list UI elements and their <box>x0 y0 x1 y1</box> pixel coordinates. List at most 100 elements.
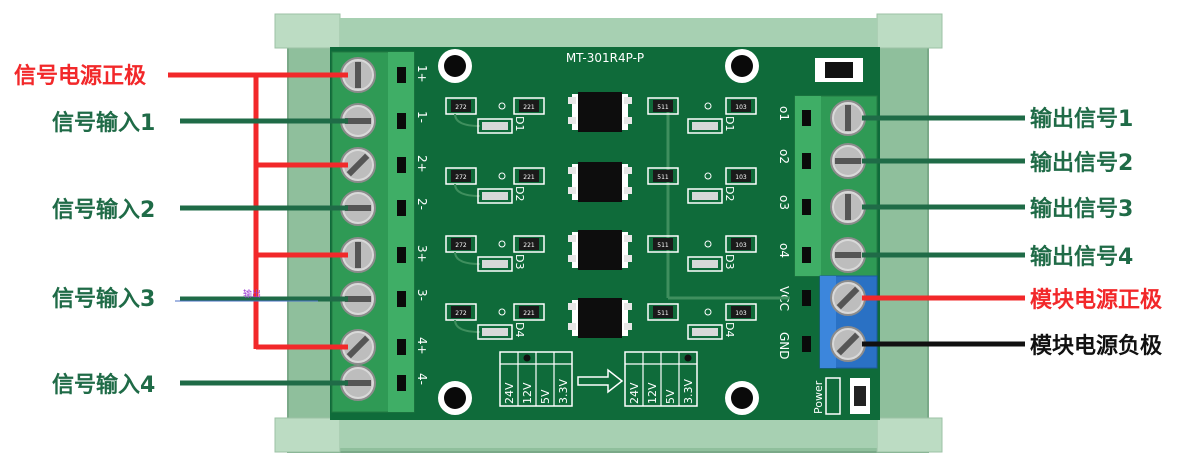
resistor <box>451 100 471 112</box>
label-signal-input-3: 信号输入3 <box>52 286 155 312</box>
resistor <box>653 238 673 250</box>
output-pin-label: o4 <box>777 243 791 258</box>
optocoupler <box>578 92 622 132</box>
output-pin-label: GND <box>777 332 791 360</box>
voltage-option-label: 5V <box>664 389 677 404</box>
wires <box>168 72 1025 386</box>
terminal-slot <box>397 113 406 129</box>
input-pin-label: 4- <box>415 373 429 385</box>
terminal-slot <box>397 157 406 173</box>
screw-icon <box>340 57 376 93</box>
terminal-slot <box>397 291 406 307</box>
resistor-code: 272 <box>455 174 467 181</box>
input-pin-labels: 1+1-2+2-3+3-4+4- <box>397 65 429 391</box>
resistor-code: 103 <box>735 104 747 111</box>
diode <box>692 122 718 130</box>
label-signal-input-4: 信号输入4 <box>52 372 155 398</box>
resistor-code: 103 <box>735 242 747 249</box>
label-output-2: 输出信号2 <box>1030 150 1133 176</box>
resistor-code: 103 <box>735 174 747 181</box>
diode-label: D2 <box>723 186 736 201</box>
board-model-label: MT-301R4P-P <box>566 51 644 65</box>
terminal-slot <box>397 200 406 216</box>
input-pin-label: 3+ <box>415 245 429 263</box>
resistor <box>451 238 471 250</box>
resistor <box>731 100 751 112</box>
label-signal-input-2: 信号输入2 <box>52 197 155 223</box>
resistor-code: 221 <box>523 310 535 317</box>
voltage-option-label: 24V <box>503 382 516 404</box>
power-led: Power <box>812 377 870 415</box>
diode-label: D1 <box>513 116 526 131</box>
resistor <box>731 238 751 250</box>
resistor <box>653 306 673 318</box>
diode-label: D1 <box>723 116 736 131</box>
screw-icon <box>830 237 866 273</box>
terminal-slot <box>802 110 811 126</box>
resistor <box>519 306 539 318</box>
resistor-code: 511 <box>657 310 669 317</box>
label-signal-input-1: 信号输入1 <box>52 110 155 136</box>
resistor-code: 103 <box>735 310 747 317</box>
terminal-slot <box>802 336 811 352</box>
screw-icon <box>340 237 376 273</box>
diode <box>482 260 508 268</box>
jumper-dot <box>684 354 692 362</box>
screw-icon <box>340 103 376 139</box>
diode <box>482 328 508 336</box>
output-screws <box>830 100 866 362</box>
diode-label: D4 <box>723 322 736 337</box>
input-pin-label: 2- <box>415 198 429 210</box>
resistor-code: 272 <box>455 310 467 317</box>
terminal-slot <box>397 247 406 263</box>
resistor <box>451 306 471 318</box>
resistor <box>653 100 673 112</box>
stray-annotation: 输出 <box>243 288 261 300</box>
input-pin-label: 3- <box>415 289 429 301</box>
resistor <box>653 170 673 182</box>
terminal-slot <box>802 247 811 263</box>
voltage-option-label: 24V <box>628 382 641 404</box>
label-signal-power-positive: 信号电源正极 <box>14 63 147 89</box>
screw-icon <box>830 143 866 179</box>
output-pin-label: o1 <box>777 106 791 121</box>
terminal-slot <box>397 375 406 391</box>
output-pin-label: o3 <box>777 195 791 210</box>
diode <box>692 260 718 268</box>
label-output-4: 输出信号4 <box>1030 244 1133 270</box>
voltage-option-label: 3.3V <box>557 379 570 404</box>
diode <box>482 192 508 200</box>
resistor-code: 511 <box>657 242 669 249</box>
resistor-code: 221 <box>523 104 535 111</box>
resistor <box>731 306 751 318</box>
voltage-option-label: 12V <box>521 382 534 404</box>
screw-icon <box>340 190 376 226</box>
input-pin-label: 1- <box>415 111 429 123</box>
diode-label: D3 <box>513 254 526 269</box>
optocoupler <box>578 298 622 338</box>
input-screws <box>340 57 376 401</box>
label-output-1: 输出信号1 <box>1030 106 1133 132</box>
mounting-holes <box>438 49 759 415</box>
screw-icon <box>830 100 866 136</box>
resistor-code: 221 <box>523 174 535 181</box>
resistor-code: 272 <box>455 242 467 249</box>
output-pin-label: o2 <box>777 149 791 164</box>
terminal-slot <box>802 199 811 215</box>
screw-icon <box>340 147 376 183</box>
label-output-3: 输出信号3 <box>1030 196 1133 222</box>
input-pin-label: 4+ <box>415 337 429 355</box>
resistor-code: 511 <box>657 174 669 181</box>
terminal-slot <box>802 290 811 306</box>
terminal-slot <box>397 339 406 355</box>
diode <box>692 328 718 336</box>
optocoupler <box>578 162 622 202</box>
diode <box>692 192 718 200</box>
power-led-label: Power <box>812 380 825 414</box>
voltage-option-label: 12V <box>646 382 659 404</box>
